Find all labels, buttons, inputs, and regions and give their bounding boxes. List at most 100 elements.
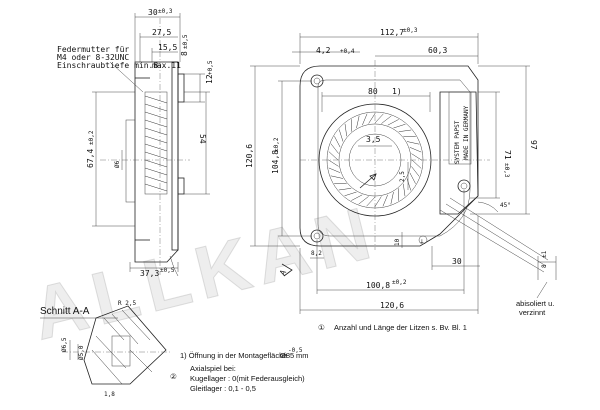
impeller-blade <box>328 151 339 161</box>
ground-symbol: ⊥ <box>420 238 424 245</box>
dim-front-112-tol: ±0,3 <box>403 27 418 34</box>
dim-front-120-6-v: 120,6 <box>245 144 254 168</box>
impeller-blade <box>344 191 357 197</box>
impeller-blade <box>374 113 384 124</box>
section-a-a: Schnitt A-A R 2,5 Ø6,5 Ø5,0 1,8 <box>40 300 172 398</box>
impeller-blade <box>382 194 388 207</box>
impeller-blade <box>330 175 344 179</box>
dim-front-2-5: 2,5 <box>399 171 406 182</box>
impeller-blade <box>338 188 352 191</box>
dim-front-45deg: 45° <box>500 202 511 209</box>
dim-side-30-tol: ±0,3 <box>158 8 173 15</box>
section-dim-phi65: Ø6,5 <box>61 337 68 352</box>
impeller-blade <box>368 112 376 124</box>
wire-note-2: verzinnt <box>519 308 546 317</box>
front-label-made-in-germany: MADE IN GERMANY <box>463 105 470 160</box>
front-label-system-papst: SYSTEM PAPST <box>454 120 461 164</box>
impeller-blade <box>411 159 422 169</box>
footnotes: ① Anzahl und Länge der Litzen s. Bv. Bl.… <box>170 323 467 393</box>
dim-front-104-8-v-tol: ±0,2 <box>273 137 280 152</box>
impeller-blade <box>327 159 339 167</box>
footnote-2-line-2: Kugellager : 0(mit Federausgleich) <box>190 374 305 383</box>
footnote-circle-2: ② <box>170 372 177 381</box>
impeller-blade <box>411 153 423 161</box>
front-view: SYSTEM PAPST MADE IN GERMANY ⊥ 112,7 <box>245 27 557 317</box>
dim-front-8-2: 8,2 <box>311 250 322 257</box>
dim-front-104-8-v: 104,8 <box>271 150 280 174</box>
wire-dim-8: 8 <box>541 264 548 268</box>
dim-side-12: 12 <box>205 74 214 84</box>
impeller-blade <box>403 183 406 197</box>
note-federmutter-2: M4 oder 8-32UNC <box>57 53 129 62</box>
dim-front-80: 80 <box>368 87 378 96</box>
impeller-blade <box>344 123 347 137</box>
footnote-1-unit: mm <box>296 351 309 360</box>
dim-side-8: 8 <box>180 51 189 56</box>
impeller-blade <box>411 166 420 177</box>
dim-side-67-tol: ±0,2 <box>88 130 95 145</box>
dim-front-4-2-tol: +0,4 <box>340 48 355 55</box>
side-view-boss-top <box>177 73 185 103</box>
wire-note-1: abisoliert u. <box>516 299 554 308</box>
dim-front-112-7: 112,7 <box>380 28 404 37</box>
dim-front-80-note: 1) <box>392 87 402 96</box>
dim-side-27-5: 27,5 <box>152 28 171 37</box>
impeller-blade <box>362 113 368 126</box>
dim-front-10: 10 <box>394 238 401 246</box>
front-housing <box>299 65 479 247</box>
dim-side-12-tol: +0,5 <box>207 60 214 75</box>
impeller-blade <box>398 129 412 132</box>
section-title: Schnitt A-A <box>40 306 90 317</box>
front-impeller-blades <box>327 112 423 208</box>
impeller-blade <box>398 188 400 201</box>
dim-front-100-8: 100,8 <box>366 281 390 290</box>
watermark-text: ALLKAN <box>24 190 386 356</box>
footnote-2-line-3: Gleitlager : 0,1 - 0,5 <box>190 384 256 393</box>
dim-front-60-3: 60,3 <box>428 46 447 55</box>
footnote-1-sub: -0,5 <box>288 347 303 354</box>
side-view-flange <box>171 61 179 251</box>
footnote-circle-1: ① <box>318 323 325 332</box>
impeller-blade <box>387 119 399 126</box>
dim-front-30: 30 <box>452 257 462 266</box>
section-bore <box>111 335 131 367</box>
side-view-boss-bottom <box>177 177 185 195</box>
dim-side-30: 30 <box>148 8 158 17</box>
section-radius: R 2,5 <box>118 300 136 307</box>
side-view-outlet <box>125 119 136 203</box>
impeller-blade <box>409 147 422 153</box>
impeller-blade <box>366 196 376 207</box>
impeller-blade <box>358 196 369 205</box>
footnote-circle-1-text: Anzahl und Länge der Litzen s. Bv. Bl. 1 <box>334 323 467 332</box>
dim-side-8-tol: ±0,5 <box>182 34 189 49</box>
dim-side-phi6: Ø6 <box>114 160 121 168</box>
front-label-box <box>448 91 472 165</box>
dim-front-100-8-tol: ±0,2 <box>392 279 407 286</box>
impeller-blade <box>403 135 416 137</box>
impeller-blade <box>409 172 416 184</box>
side-view: 30 ±0,3 27,5 15,5 8 ±0,5 12 +0,5 54 67,4… <box>57 8 214 278</box>
impeller-blade <box>338 129 344 142</box>
dim-front-4-2: 4,2 <box>316 46 331 55</box>
impeller-blade <box>390 191 394 205</box>
impeller-blade <box>334 183 347 185</box>
note-federmutter-4: max.11 <box>152 61 181 70</box>
note-federmutter-1: Federmutter für <box>57 45 129 54</box>
dim-side-67-4: 67,4 <box>86 149 95 168</box>
side-view-blades <box>144 95 168 192</box>
footnote-1-val: Ø85 <box>280 351 294 360</box>
impeller-blade <box>351 194 363 201</box>
impeller-blade <box>356 115 360 129</box>
dim-side-37-3: 37,3 <box>140 269 159 278</box>
dim-front-97: 97 <box>529 140 538 150</box>
dim-front-71-tol: ±0,3 <box>503 163 510 178</box>
impeller-blade <box>334 136 341 148</box>
section-dim-1-8: 1,8 <box>104 391 115 398</box>
impeller-blade <box>381 115 392 124</box>
section-part <box>83 305 167 385</box>
impeller-blade <box>330 143 339 154</box>
impeller-blade <box>374 196 382 208</box>
impeller-blade <box>350 119 352 132</box>
